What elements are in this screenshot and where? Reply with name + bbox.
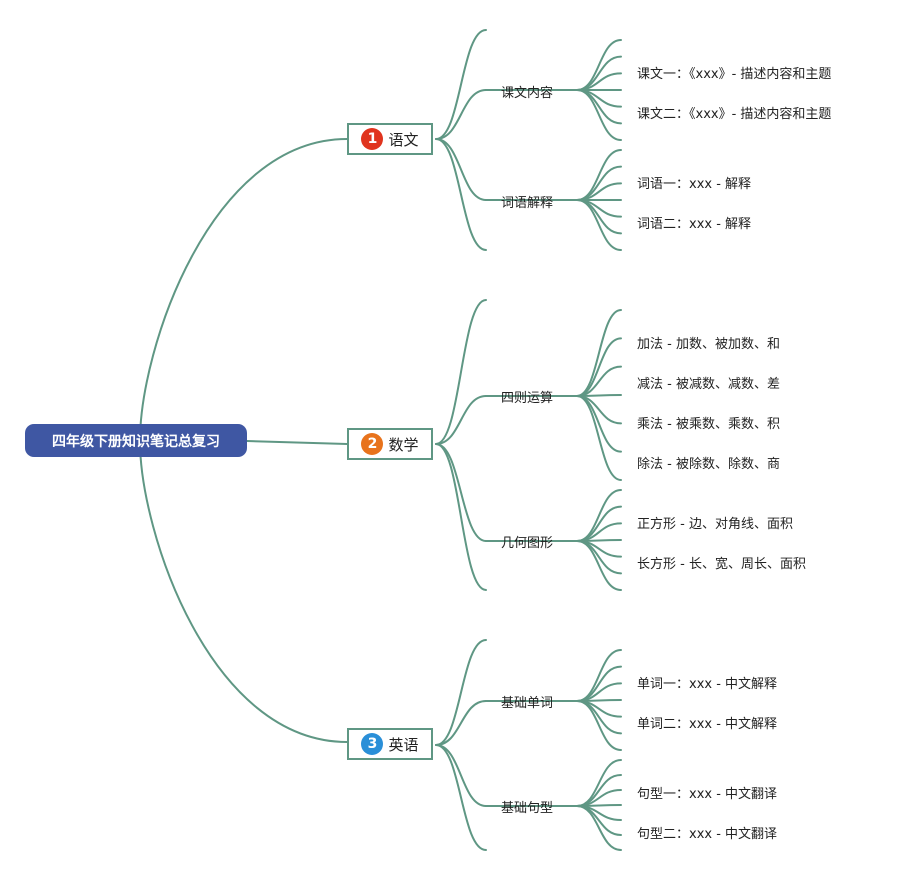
connector-curve <box>576 540 622 575</box>
badge-number-icon: 2 <box>361 433 384 455</box>
leaf-item[interactable]: 词语一：xxx - 解释 <box>637 177 752 192</box>
connector-curve <box>576 395 622 481</box>
connector-curve <box>576 805 622 851</box>
badge-number-icon: 3 <box>361 733 384 755</box>
root-label: 四年级下册知识笔记总复习 <box>52 433 220 450</box>
topic-node[interactable]: 四则运算 <box>501 391 554 406</box>
connector-curve <box>576 309 622 397</box>
subject-label: 语文 <box>388 130 419 149</box>
connector-curve <box>435 299 487 445</box>
leaf-item[interactable]: 乘法 - 被乘数、乘数、积 <box>637 417 780 432</box>
root-node[interactable]: 四年级下册知识笔记总复习 <box>25 424 247 457</box>
topic-node[interactable]: 几何图形 <box>501 536 554 551</box>
connector-curve <box>435 89 487 140</box>
leaf-item[interactable]: 课文二：《xxx》- 描述内容和主题 <box>637 107 832 122</box>
connector-curve <box>246 440 348 445</box>
connector-curve <box>576 89 622 141</box>
connector-curve <box>435 138 487 201</box>
leaf-item[interactable]: 句型二：xxx - 中文翻译 <box>637 827 778 842</box>
leaf-item[interactable]: 课文一：《xxx》- 描述内容和主题 <box>637 67 832 82</box>
connector-curve <box>139 138 348 442</box>
subject-node-english[interactable]: 3 英语 <box>347 728 433 760</box>
connector-curve <box>435 639 487 746</box>
connector-curve <box>435 395 487 445</box>
leaf-item[interactable]: 加法 - 加数、被加数、和 <box>637 337 780 352</box>
connector-curve <box>576 394 622 397</box>
subject-label: 英语 <box>388 735 419 754</box>
leaf-item[interactable]: 单词一：xxx - 中文解释 <box>637 677 778 692</box>
connector-curve <box>576 540 622 591</box>
connector-curve <box>576 700 622 751</box>
leaf-item[interactable]: 正方形 - 边、对角线、面积 <box>637 517 793 532</box>
topic-node[interactable]: 基础句型 <box>501 801 554 816</box>
connector-curve <box>435 744 487 807</box>
topic-node[interactable]: 基础单词 <box>501 696 554 711</box>
connector-curve <box>435 700 487 746</box>
connector-curve <box>435 138 487 251</box>
leaf-item[interactable]: 除法 - 被除数、除数、商 <box>637 457 780 472</box>
subject-node-math[interactable]: 2 数学 <box>347 428 433 460</box>
connector-curve <box>576 395 622 453</box>
leaf-item[interactable]: 减法 - 被减数、减数、差 <box>637 377 780 392</box>
connector-curve <box>576 199 622 251</box>
topic-node[interactable]: 课文内容 <box>501 86 554 101</box>
leaf-item[interactable]: 长方形 - 长、宽、周长、面积 <box>637 557 806 572</box>
leaf-item[interactable]: 句型一：xxx - 中文翻译 <box>637 787 778 802</box>
leaf-item[interactable]: 词语二：xxx - 解释 <box>637 217 752 232</box>
connector-curve <box>435 29 487 140</box>
connector-curve <box>139 440 348 743</box>
leaf-item[interactable]: 单词二：xxx - 中文解释 <box>637 717 778 732</box>
connector-curve <box>576 700 622 735</box>
badge-number-icon: 1 <box>361 128 384 150</box>
topic-node[interactable]: 词语解释 <box>501 196 554 211</box>
connector-curve <box>435 744 487 851</box>
connector-curve <box>435 443 487 542</box>
subject-node-chinese[interactable]: 1 语文 <box>347 123 433 155</box>
subject-label: 数学 <box>388 435 419 454</box>
connector-curve <box>435 443 487 591</box>
